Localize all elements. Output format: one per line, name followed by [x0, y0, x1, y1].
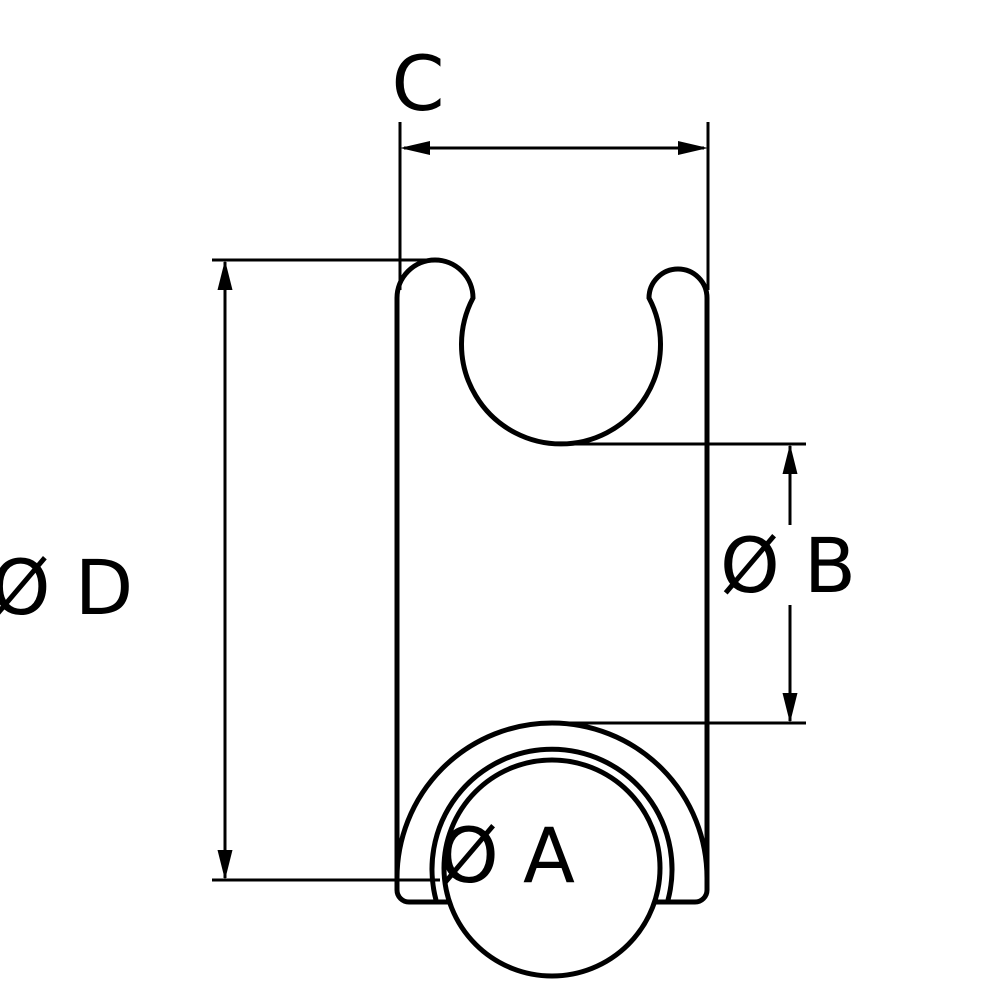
- dimension-d: Ø D: [0, 258, 440, 882]
- dimension-b-arrow-up: [782, 444, 798, 474]
- dimension-b-arrow-down: [782, 693, 798, 723]
- hole-circle: [441, 757, 663, 979]
- dimension-d-arrow-down: [217, 850, 233, 880]
- dimension-c-arrow-right: [678, 141, 708, 155]
- dimension-b: Ø B: [552, 442, 856, 725]
- ring-profile: [394, 257, 710, 979]
- dimension-d-label: Ø D: [0, 543, 133, 632]
- dimension-a-label: Ø A: [439, 811, 575, 900]
- dimension-c-label: C: [391, 39, 444, 128]
- hole-edge-arc: [429, 746, 675, 901]
- dimension-a: Ø A: [439, 811, 575, 900]
- dimension-b-label: Ø B: [720, 521, 856, 610]
- dimension-d-arrow-up: [217, 260, 233, 290]
- dimension-c-arrow-left: [400, 141, 430, 155]
- dimension-c: C: [391, 39, 710, 290]
